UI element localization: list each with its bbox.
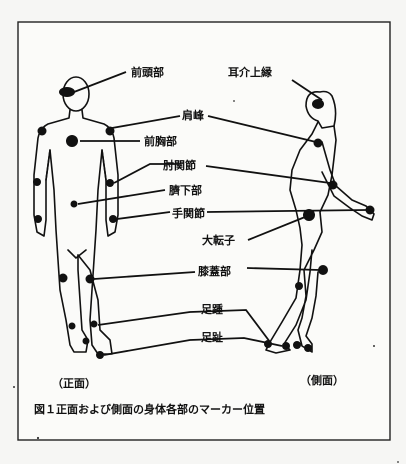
marker-side-shoulder [314,139,323,148]
label-chest: 前胸部 [144,134,177,148]
marker-front-wrist-left [34,215,42,223]
marker-front-forehead [59,87,75,97]
marker-side-elbow [329,181,338,190]
label-elbow: 肘関節 [163,158,196,172]
label-navel: 臍下部 [169,183,202,197]
marker-front-wrist-right [109,215,117,223]
marker-front-shin-right [91,321,98,328]
label-knee: 膝蓋部 [198,264,231,278]
marker-side-knee-rear [295,282,303,290]
label-shoulder: 肩峰 [182,108,205,122]
marker-front-knee-right [86,275,95,284]
marker-front-navel [71,201,78,208]
label-toe: 足趾 [201,330,223,344]
label-ear-top: 耳介上縁 [228,65,272,79]
marker-side-toe-front [304,344,312,352]
marker-side-ear [312,99,324,109]
figure-caption: 図１正面および側面の身体各部のマーカー位置 [34,402,265,416]
label-heel: 足踵 [201,302,223,316]
label-forehead: 前頭部 [131,65,164,79]
marker-front-foot-left [83,338,90,345]
marker-side-wrist [366,206,375,215]
marker-front-shoulder-left [38,127,47,136]
marker-front-elbow-left [33,178,41,186]
view-label-side: （側面） [300,373,344,387]
marker-front-toe-left [96,351,104,359]
marker-side-toe-rear [282,342,290,350]
label-wrist: 手関節 [172,206,205,220]
view-label-front: （正面） [52,377,96,390]
marker-side-heel-front [293,341,301,349]
marker-front-elbow-right [106,179,114,187]
marker-front-chest [66,135,78,147]
marker-front-shin-left [69,323,76,330]
label-trochanter: 大転子 [202,233,235,247]
marker-front-knee-left [59,274,68,283]
